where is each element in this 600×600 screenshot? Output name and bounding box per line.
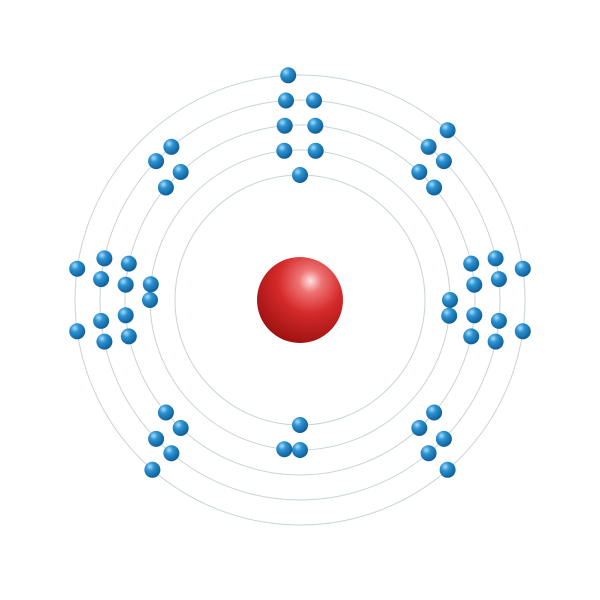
electron-shell-5-6 — [144, 461, 161, 478]
electron-shell-3-12 — [157, 404, 174, 421]
electron-shell-4-16 — [96, 250, 113, 267]
electron-shell-5-1 — [280, 67, 297, 84]
electron-shell-4-10 — [420, 445, 437, 462]
orbit-shell-4 — [99, 99, 501, 501]
electron-shell-5-2 — [439, 122, 456, 139]
electron-shell-2-3 — [442, 292, 458, 308]
electron-shell-3-11 — [172, 420, 189, 436]
electron-shell-3-4 — [426, 179, 443, 196]
nucleus — [257, 257, 343, 343]
electron-shell-3-5 — [463, 255, 480, 272]
electron-shell-3-7 — [466, 307, 483, 324]
electron-shell-3-16 — [120, 255, 137, 272]
electron-shell-2-6 — [276, 441, 293, 458]
electron-shell-4-14 — [93, 312, 110, 329]
electron-shell-5-3 — [514, 260, 531, 277]
electron-shell-4-17 — [148, 153, 165, 170]
electron-shell-4-12 — [148, 430, 165, 447]
electron-shell-3-9 — [426, 404, 443, 421]
electron-shell-4-7 — [490, 312, 507, 329]
electron-shell-4-1 — [278, 92, 294, 109]
electron-shell-3-17 — [157, 179, 174, 196]
electron-shell-4-9 — [435, 430, 452, 447]
electron-shell-3-2 — [307, 117, 324, 134]
electron-shell-4-2 — [306, 92, 322, 109]
electron-shell-5-8 — [69, 260, 86, 277]
electron-shell-3-18 — [172, 164, 189, 180]
electron-shell-5-4 — [514, 323, 531, 340]
electron-shell-2-2 — [307, 142, 324, 159]
electron-shell-4-5 — [487, 250, 504, 267]
electron-shell-4-13 — [96, 333, 113, 350]
electron-shell-3-14 — [117, 307, 134, 324]
electron-shell-2-1 — [276, 142, 293, 159]
electron-shell-4-8 — [487, 333, 504, 350]
orbit-shell-3 — [124, 124, 476, 476]
electron-shell-2-4 — [441, 307, 458, 324]
electron-group — [69, 67, 531, 478]
electron-shell-4-15 — [93, 271, 110, 288]
electron-shell-3-10 — [411, 420, 428, 436]
electron-shell-3-15 — [117, 276, 134, 293]
electron-shell-4-4 — [435, 153, 452, 170]
electron-shell-1-1 — [292, 167, 308, 183]
electron-shell-2-5 — [292, 442, 308, 458]
electron-shell-2-7 — [142, 292, 158, 308]
electron-shell-3-13 — [120, 328, 137, 345]
electron-shell-3-3 — [411, 164, 428, 180]
electron-shell-4-18 — [163, 138, 180, 155]
electron-shell-4-3 — [420, 138, 437, 155]
electron-shell-3-6 — [466, 276, 483, 293]
electron-shell-5-5 — [439, 461, 456, 478]
electron-shell-1-2 — [292, 417, 308, 433]
electron-shell-3-1 — [276, 117, 293, 134]
electron-shell-4-11 — [163, 445, 180, 462]
orbit-shell-5 — [74, 74, 526, 526]
electron-shell-3-8 — [463, 328, 480, 345]
electron-shell-4-6 — [490, 271, 507, 288]
electron-shell-2-8 — [142, 276, 159, 293]
electron-shell-5-7 — [69, 323, 86, 340]
